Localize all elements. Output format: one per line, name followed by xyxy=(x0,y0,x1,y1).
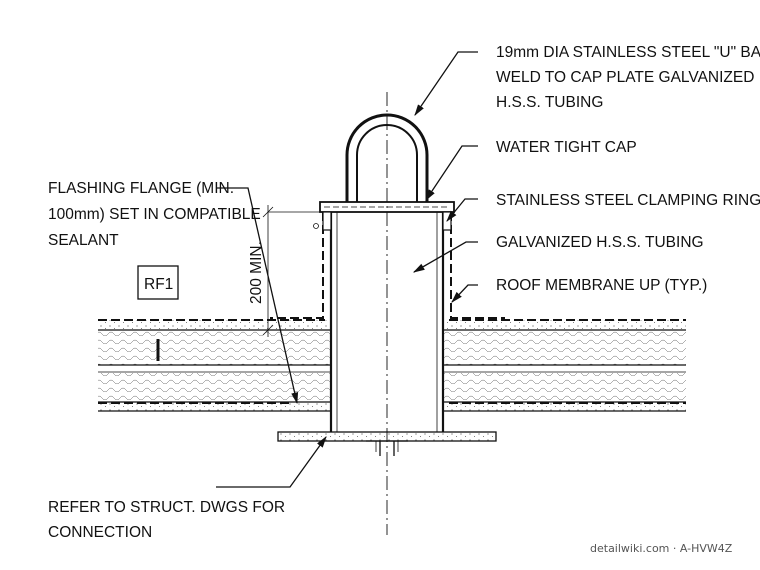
svg-text:WELD TO CAP PLATE GALVANIZED: WELD TO CAP PLATE GALVANIZED xyxy=(496,69,754,86)
svg-text:100mm) SET IN COMPATIBLE: 100mm) SET IN COMPATIBLE xyxy=(48,206,261,223)
svg-text:19mm DIA STAINLESS STEEL "U" B: 19mm DIA STAINLESS STEEL "U" BAR xyxy=(496,44,760,61)
label-tubing: GALVANIZED H.S.S. TUBING xyxy=(496,234,704,251)
flashing-flange xyxy=(270,212,505,319)
svg-text:REFER TO STRUCT. DWGS FOR: REFER TO STRUCT. DWGS FOR xyxy=(48,499,285,516)
label-membrane: ROOF MEMBRANE UP (TYP.) xyxy=(496,277,707,294)
label-u-bar: 19mm DIA STAINLESS STEEL "U" BAR WELD TO… xyxy=(496,44,760,111)
label-struct: REFER TO STRUCT. DWGS FOR CONNECTION xyxy=(48,499,285,541)
svg-text:FLASHING FLANGE (MIN.: FLASHING FLANGE (MIN. xyxy=(48,180,234,197)
dimension-200-min: 200 MIN. xyxy=(248,205,320,337)
label-flashing: FLASHING FLANGE (MIN. 100mm) SET IN COMP… xyxy=(48,180,261,249)
roof-assembly-left xyxy=(98,319,331,412)
svg-text:RF1: RF1 xyxy=(144,276,173,293)
svg-text:H.S.S. TUBING: H.S.S. TUBING xyxy=(496,94,603,111)
svg-text:SEALANT: SEALANT xyxy=(48,232,119,249)
label-clamp: STAINLESS STEEL CLAMPING RING xyxy=(496,192,760,209)
svg-text:CONNECTION: CONNECTION xyxy=(48,524,152,541)
roof-assembly-right xyxy=(443,319,686,412)
watermark: detailwiki.com · A-HVW4Z xyxy=(590,542,733,555)
hss-tubing xyxy=(329,212,445,432)
svg-text:200 MIN.: 200 MIN. xyxy=(248,241,265,304)
clamping-ring xyxy=(313,211,452,231)
leader-lines xyxy=(216,51,478,488)
label-cap: WATER TIGHT CAP xyxy=(496,139,637,156)
rf1-tag: RF1 xyxy=(137,265,179,361)
